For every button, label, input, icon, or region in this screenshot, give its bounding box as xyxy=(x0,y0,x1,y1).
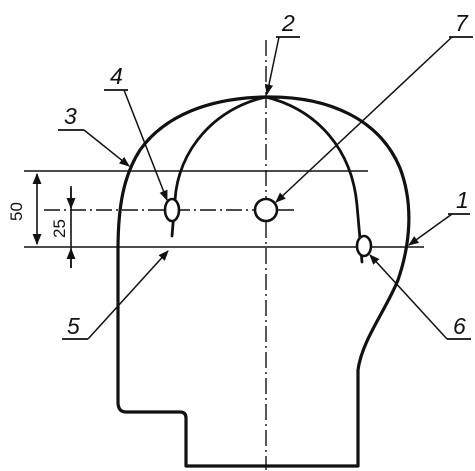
callout-5-label: 5 xyxy=(67,313,80,339)
dimension-label-50: 50 xyxy=(7,202,26,221)
arc-right xyxy=(264,95,364,264)
callout-3-leader xyxy=(83,129,130,167)
callout-1-leader xyxy=(408,213,453,246)
callout-7-label: 7 xyxy=(455,10,469,36)
callout-3-label: 3 xyxy=(64,103,77,129)
callout-4-label: 4 xyxy=(110,63,123,89)
callout-6-label: 6 xyxy=(453,313,466,339)
callout-6-leader xyxy=(369,254,448,340)
head-outline xyxy=(116,95,411,468)
callout-2-leader xyxy=(264,36,280,96)
dimension-label-25: 25 xyxy=(50,219,69,238)
callout-2-label: 2 xyxy=(281,10,295,36)
callout-5-leader xyxy=(87,250,169,340)
arc-left xyxy=(170,95,268,238)
point-7-hole xyxy=(253,197,279,223)
callout-4-leader xyxy=(123,89,168,201)
point-4-hole xyxy=(163,197,181,223)
point-6-hole xyxy=(355,234,373,258)
callout-7-leader xyxy=(275,36,453,203)
callout-1-label: 1 xyxy=(456,187,469,213)
